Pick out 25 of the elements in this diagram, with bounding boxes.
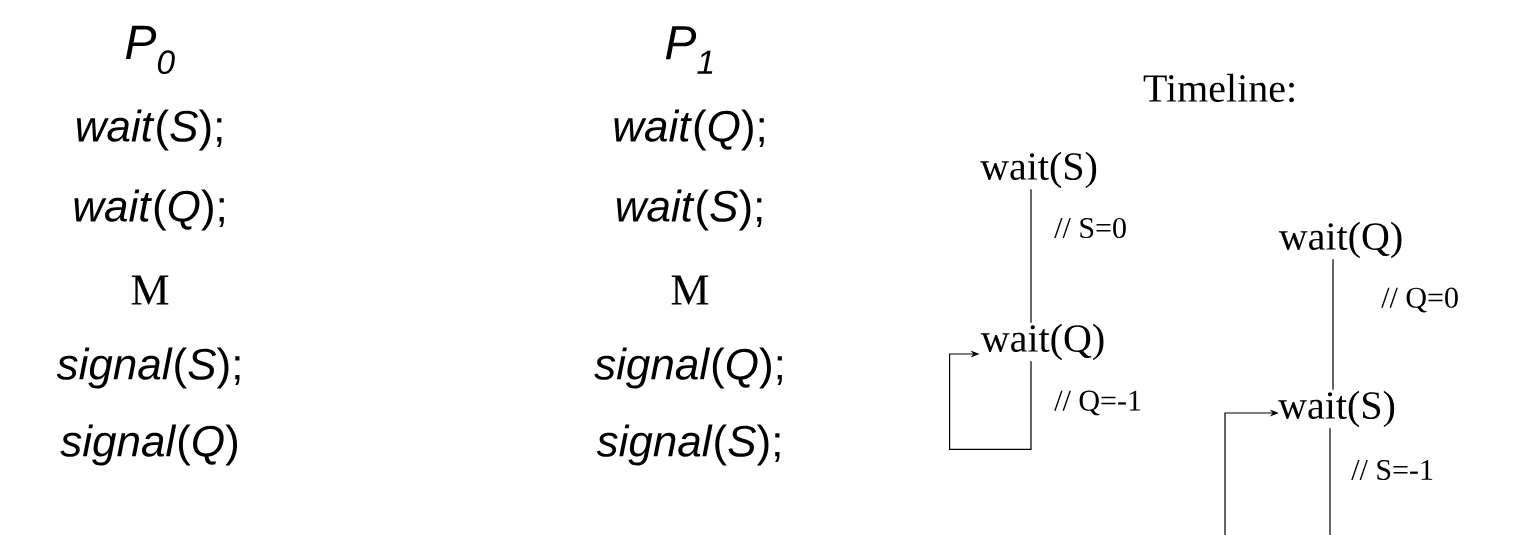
code-line: wait(S); (76, 109, 222, 151)
heading: Timeline: (1143, 73, 1294, 103)
code-line: P$_{0}$ (125, 25, 175, 75)
code-line: wait(S); (616, 189, 762, 231)
code-line: signal(S); (56, 347, 240, 389)
connector (949, 350, 1032, 450)
edge-label: // Q=-1 (1054, 390, 1141, 416)
code-line: signal(Q) (60, 424, 237, 466)
edge-label: // Q=0 (1381, 287, 1458, 313)
code-line: signal(Q); (594, 347, 782, 389)
connector (1332, 258, 1334, 391)
code-line: M (671, 275, 709, 305)
code-line: M (131, 275, 169, 305)
timeline-step: wait(S) (1278, 390, 1395, 428)
connector (1030, 188, 1032, 324)
timeline-step: wait(Q) (980, 323, 1104, 361)
connector (1329, 427, 1331, 535)
code-line: signal(S); (596, 424, 780, 466)
edge-label: // S=-1 (1351, 459, 1433, 481)
edge-label: // S=0 (1054, 217, 1126, 239)
code-line: wait(Q); (614, 109, 764, 151)
code-line: wait(Q); (74, 189, 224, 231)
code-line: P$_{1}$ (665, 26, 713, 74)
timeline-step: wait(S) (980, 151, 1097, 189)
timeline-step: wait(Q) (1278, 221, 1402, 259)
